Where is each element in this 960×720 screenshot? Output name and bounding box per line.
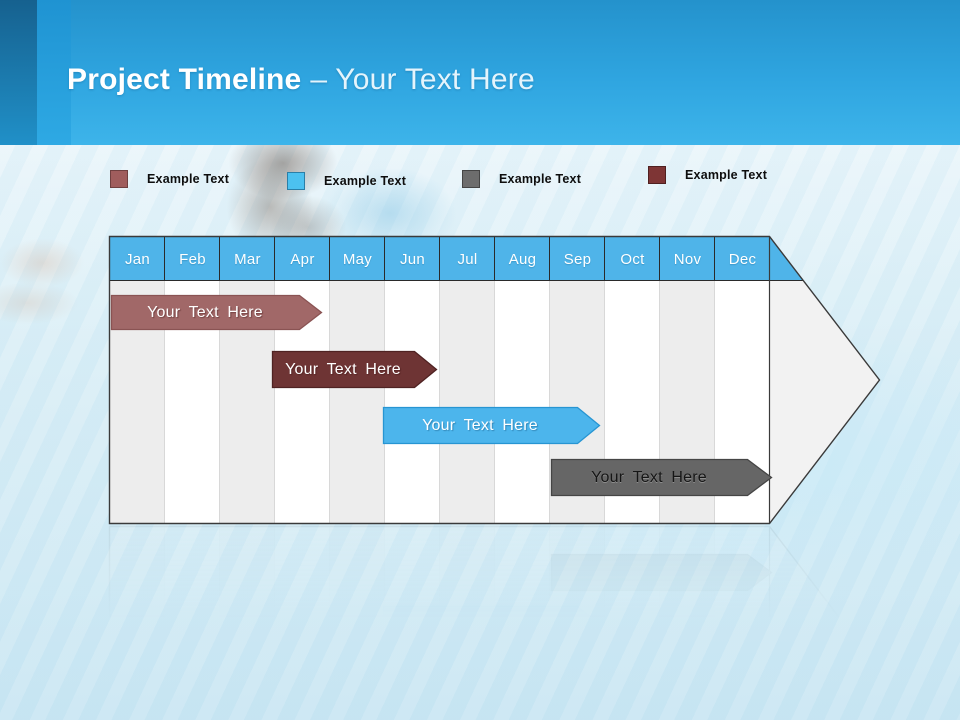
- accent-band-light: [37, 0, 71, 145]
- accent-band-dark: [0, 0, 37, 145]
- month-cell-jul[interactable]: Jul: [457, 250, 478, 268]
- slide-title[interactable]: Project Timeline– Your Text Here: [67, 60, 535, 100]
- timeline-arrow-table[interactable]: [108, 235, 883, 525]
- month-cell-aug[interactable]: Aug: [508, 250, 537, 268]
- task-bar-2[interactable]: [271, 350, 438, 389]
- task-bar-4[interactable]: [550, 458, 773, 497]
- task-bar-1-label[interactable]: Your Text Here: [147, 304, 263, 321]
- legend-item-2[interactable]: Example Text: [287, 172, 406, 190]
- slide-title-suffix: – Your Text Here: [310, 63, 535, 96]
- legend-item-3[interactable]: Example Text: [462, 170, 581, 188]
- legend-item-1[interactable]: Example Text: [110, 170, 229, 188]
- month-cell-feb[interactable]: Feb: [179, 250, 206, 268]
- month-cell-oct[interactable]: Oct: [620, 250, 645, 268]
- legend-label: Example Text: [499, 172, 582, 186]
- legend-label: Example Text: [685, 168, 768, 182]
- task-bar-4-label[interactable]: Your Text Here: [591, 469, 707, 486]
- month-cell-jun[interactable]: Jun: [399, 250, 426, 268]
- legend-swatch-maroon: [648, 166, 666, 184]
- timeline-reflection: [108, 525, 883, 720]
- title-bar: Project Timeline– Your Text Here: [0, 0, 960, 145]
- legend-swatch-gray: [462, 170, 480, 188]
- task-bar-3[interactable]: [382, 406, 601, 445]
- month-cell-may[interactable]: May: [342, 250, 373, 268]
- month-cell-sep[interactable]: Sep: [563, 250, 592, 268]
- timeline-arrow-outline: [108, 235, 881, 525]
- month-header-row: Jan Feb Mar Apr May Jun Jul Aug Sep Oct …: [110, 237, 770, 281]
- month-header-band: [109, 236, 804, 281]
- legend-item-4[interactable]: Example Text: [648, 166, 767, 184]
- month-cell-apr[interactable]: Apr: [290, 250, 315, 268]
- legend-label: Example Text: [147, 172, 230, 186]
- month-cell-jan[interactable]: Jan: [124, 250, 151, 268]
- month-cell-dec[interactable]: Dec: [728, 250, 757, 268]
- legend-swatch-rose: [110, 170, 128, 188]
- task-bar-2-label[interactable]: Your Text Here: [285, 361, 401, 378]
- legend-swatch-blue: [287, 172, 305, 190]
- month-cell-nov[interactable]: Nov: [673, 250, 702, 268]
- month-cell-mar[interactable]: Mar: [234, 250, 261, 268]
- legend-label: Example Text: [324, 174, 407, 188]
- task-bar-3-label[interactable]: Your Text Here: [422, 417, 538, 434]
- header-cell-separators: [109, 236, 804, 281]
- task-bar-1[interactable]: [110, 294, 323, 331]
- slide-title-main: Project Timeline: [67, 63, 302, 96]
